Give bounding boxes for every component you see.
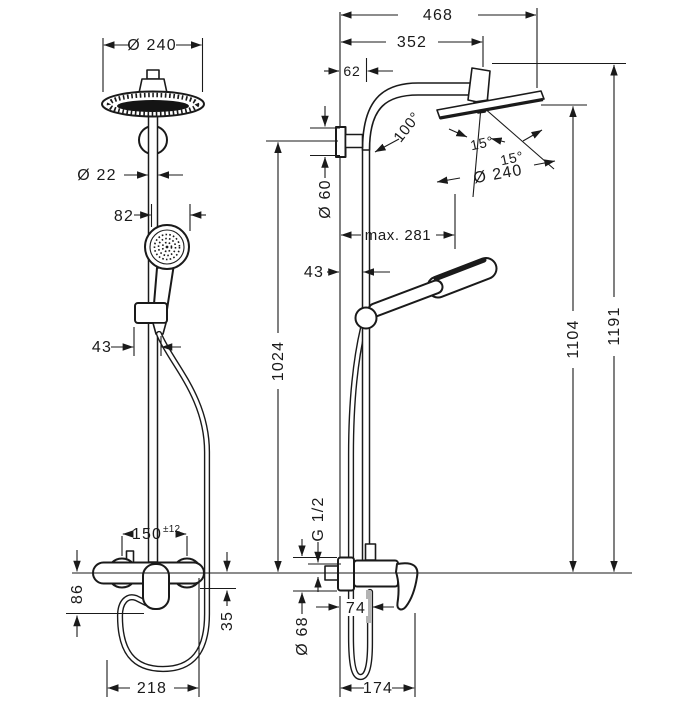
hose-front xyxy=(116,330,211,673)
riser-pipe-side xyxy=(361,141,371,563)
front-dim-pipe-diameter: Ø 22 xyxy=(77,167,117,184)
hand-shower-cone-front xyxy=(152,322,167,335)
riser-pipe-front xyxy=(147,115,159,563)
overhead-shower-front xyxy=(101,69,205,118)
front-dim-connection-tolerance: ±12 xyxy=(163,524,180,535)
side-dim-head-height: 1104 xyxy=(565,319,582,358)
front-dim-mixer-height: 86 xyxy=(69,584,86,604)
side-dim-bracket-diameter: Ø 60 xyxy=(317,179,334,219)
wall-bracket-side xyxy=(335,126,364,158)
side-dim-slide-bar-height: 1024 xyxy=(270,341,287,381)
front-dim-holder-width: 43 xyxy=(92,339,112,356)
shower-holder-front xyxy=(134,302,168,324)
overhead-shower-side xyxy=(436,67,555,198)
front-dimensions: Ø 240 Ø 22 82 43 150 ±12 xyxy=(66,37,236,697)
side-dim-overall-height: 1191 xyxy=(606,306,623,345)
hand-shower-side xyxy=(354,257,498,330)
hose-side xyxy=(347,324,374,681)
side-dim-hose-depth: 174 xyxy=(363,680,393,697)
front-dim-head-diameter: Ø 240 xyxy=(127,37,177,54)
front-dim-connection-distance: 150 xyxy=(132,526,162,543)
side-dim-head-diameter: Ø 240 xyxy=(472,162,524,187)
side-dim-outlet-depth: 74 xyxy=(346,600,366,617)
side-dim-overall-depth: 468 xyxy=(423,7,453,24)
holder-knob-side xyxy=(354,306,378,330)
side-dim-bend-angle: 100° xyxy=(390,109,424,146)
front-dim-hose-loop-width: 218 xyxy=(137,680,167,697)
side-dim-wall-to-pipe: 62 xyxy=(343,63,360,79)
side-dim-head-projection: 352 xyxy=(397,34,427,51)
side-dim-tilt-first: 15° xyxy=(469,133,495,154)
side-dim-tilt-second: 15° xyxy=(499,148,525,169)
front-dim-outlet-offset: 35 xyxy=(219,611,236,631)
mixer-side xyxy=(324,543,419,623)
front-dim-hand-shower-width: 82 xyxy=(114,208,134,225)
side-dim-escutcheon-diameter: Ø 68 xyxy=(294,616,311,656)
front-view-drawing: Ø 240 Ø 22 82 43 150 ±12 xyxy=(66,37,236,697)
side-dim-wall-clearance: 43 xyxy=(304,264,324,281)
side-dim-connection-thread: G 1/2 xyxy=(310,496,327,541)
side-dim-max-projection: max. 281 xyxy=(365,227,432,244)
